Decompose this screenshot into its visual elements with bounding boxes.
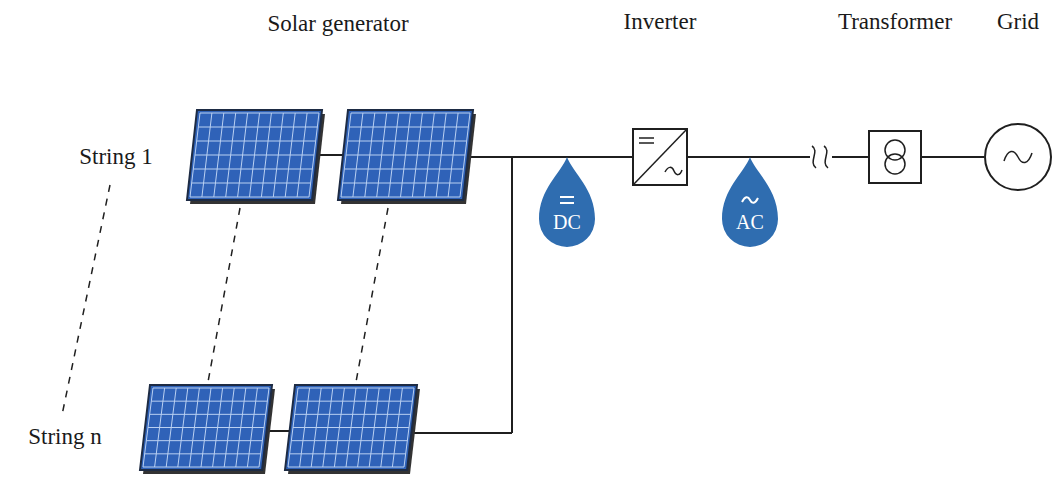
junction-wire (511, 157, 513, 433)
grid-source-shape (984, 123, 1052, 191)
ac-marker: AC (722, 157, 778, 247)
cell-line (298, 388, 414, 389)
cell-line (290, 453, 406, 454)
inverter-outline (633, 129, 687, 185)
grid-source: Grid (984, 8, 1052, 191)
string-wire (320, 154, 343, 156)
power-line (922, 156, 984, 158)
solar-panel (338, 110, 476, 204)
cell-line (346, 155, 465, 156)
panel-dash (356, 208, 388, 382)
grid-outline (985, 124, 1051, 190)
solar-panel (285, 385, 420, 474)
drop-shape (722, 157, 778, 247)
grid-symbol (984, 123, 1052, 191)
transformer-symbol (868, 130, 922, 184)
transformer-block: Transformer (834, 8, 956, 184)
drop-symbol (722, 157, 778, 247)
dc-sign (560, 202, 574, 204)
cell-line (150, 414, 266, 415)
cell-line (293, 427, 409, 428)
dc-sign (639, 142, 654, 144)
dc-marker: DC (539, 157, 595, 247)
cell-line (151, 401, 267, 402)
drop-symbol (539, 157, 595, 247)
panel-dash (208, 208, 240, 382)
cell-line (288, 467, 404, 468)
string-dash (62, 185, 110, 415)
inverter-diagonal (633, 129, 687, 185)
panel-frame (187, 110, 322, 200)
cell-line (349, 127, 468, 128)
cell-line (145, 453, 261, 454)
cell-line (295, 414, 411, 415)
transformer-outline (869, 131, 921, 183)
dc-sign (560, 196, 574, 198)
break-mark (824, 146, 828, 168)
inverter-block-shape (632, 128, 688, 186)
cell-line (192, 183, 311, 184)
sine-wave (1004, 151, 1032, 162)
cell-line (200, 113, 319, 114)
transformer-block-shape (868, 130, 922, 184)
dc-bus-wire (468, 156, 632, 158)
current-type-label: AC (722, 207, 778, 237)
section-heading: Solar generator (267, 10, 408, 38)
cell-line (153, 388, 269, 389)
cell-line (341, 197, 460, 198)
cell-line (193, 169, 312, 170)
block-heading: Transformer (834, 8, 956, 36)
string-label: String 1 (79, 143, 152, 171)
current-type-label: DC (539, 207, 595, 237)
dc-sign (639, 137, 654, 139)
cell-line (291, 440, 407, 441)
inverter-symbol (632, 128, 688, 186)
drop-shape (539, 157, 595, 247)
cell-line (197, 141, 316, 142)
solar-panel (140, 385, 275, 474)
string-wire (268, 430, 290, 432)
block-heading: Inverter (620, 8, 701, 36)
dc-marker-shape (539, 157, 595, 247)
cell-line (296, 401, 412, 402)
power-line (688, 156, 868, 158)
panel-frame (338, 110, 473, 200)
ac-sign (742, 197, 758, 203)
panel-frame (285, 385, 417, 470)
cell-line (143, 467, 259, 468)
ac-marker-shape (722, 157, 778, 247)
cell-line (351, 113, 470, 114)
cell-line (343, 183, 462, 184)
cell-line (148, 427, 264, 428)
cell-line (344, 169, 463, 170)
break-mark (812, 146, 816, 168)
string-label: String n (28, 423, 101, 451)
cell-line (198, 127, 317, 128)
cell-line (146, 440, 262, 441)
cell-line (190, 197, 309, 198)
block-heading: Grid (984, 8, 1052, 36)
cell-line (348, 141, 467, 142)
ac-sign (665, 167, 682, 174)
string-wire (414, 432, 512, 434)
solar-panel (187, 110, 325, 204)
winding (885, 154, 905, 174)
inverter-block: Inverter (620, 8, 701, 186)
cell-line (195, 155, 314, 156)
panel-frame (140, 385, 272, 470)
